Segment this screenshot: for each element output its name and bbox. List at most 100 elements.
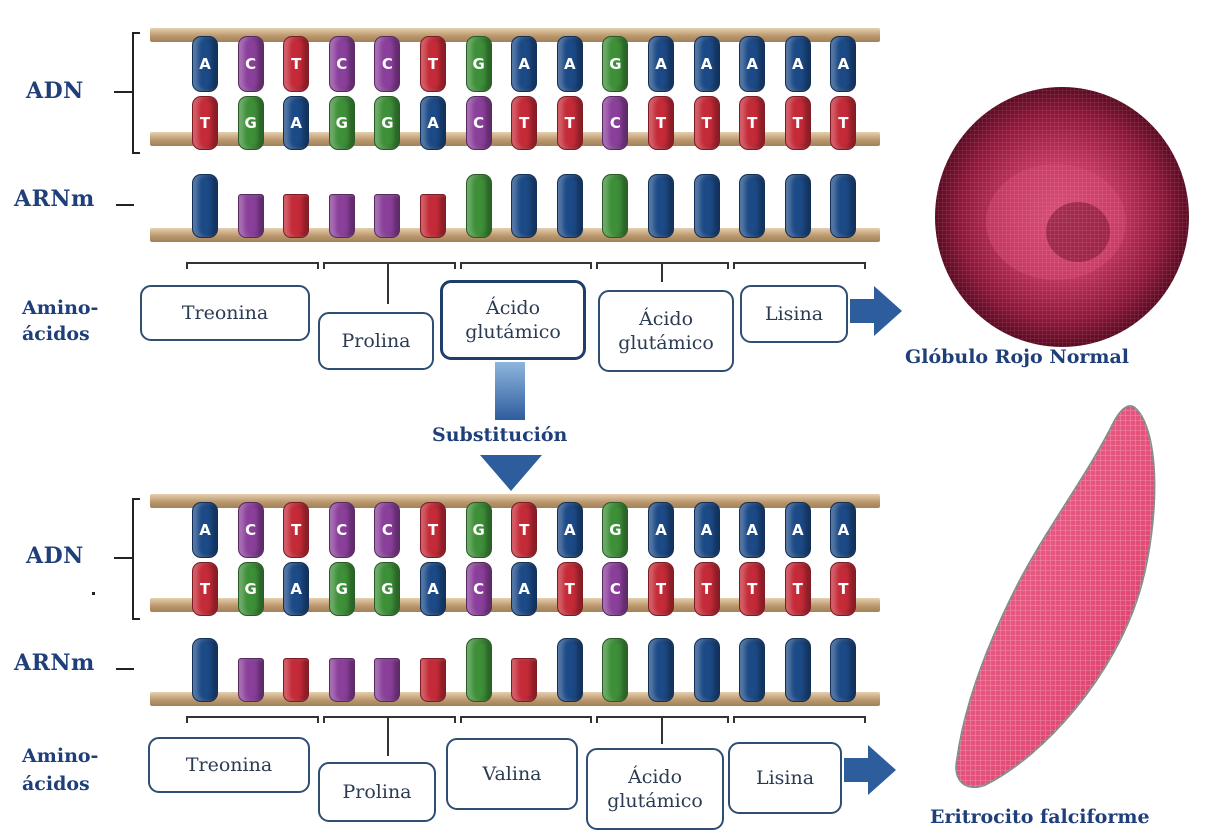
mrna-nucleotide-top-1 bbox=[238, 194, 264, 238]
dna-nucleotide-top-bottom-7: T bbox=[511, 96, 537, 150]
amino-acid-box-proline-top: Prolina bbox=[318, 312, 434, 370]
mrna-nucleotide-top-3 bbox=[329, 194, 355, 238]
dna-nucleotide-top-top-0: A bbox=[192, 36, 218, 92]
mrna-nucleotide-bottom-12 bbox=[739, 638, 765, 702]
codon-bracket-bottom-0 bbox=[186, 716, 319, 723]
dna-nucleotide-top-top-6: G bbox=[466, 36, 492, 92]
dna-nucleotide-bottom-bottom-0: T bbox=[192, 562, 218, 616]
mrna-nucleotide-top-4 bbox=[374, 194, 400, 238]
dna-nucleotide-top-bottom-2: A bbox=[283, 96, 309, 150]
dna-bracket-bottom bbox=[132, 498, 140, 620]
amino-acid-box-glutamic-top-2: Ácido glutámico bbox=[598, 290, 734, 372]
codon-bracket-top-4 bbox=[733, 262, 866, 269]
mrna-nucleotide-bottom-14 bbox=[830, 638, 856, 702]
dna-nucleotide-bottom-top-6: G bbox=[466, 502, 492, 558]
dna-nucleotide-bottom-bottom-8: T bbox=[557, 562, 583, 616]
dna-nucleotide-top-bottom-13: T bbox=[785, 96, 811, 150]
dna-nucleotide-top-top-11: A bbox=[694, 36, 720, 92]
dna-nucleotide-top-bottom-10: T bbox=[648, 96, 674, 150]
amino-acid-name: Lisina bbox=[765, 302, 823, 326]
dna-nucleotide-bottom-bottom-12: T bbox=[739, 562, 765, 616]
dna-nucleotide-top-top-9: G bbox=[602, 36, 628, 92]
mrna-nucleotide-top-10 bbox=[648, 174, 674, 238]
dna-nucleotide-bottom-top-10: A bbox=[648, 502, 674, 558]
mrna-nucleotide-bottom-3 bbox=[329, 658, 355, 702]
dna-nucleotide-bottom-top-7: T bbox=[511, 502, 537, 558]
dna-nucleotide-top-bottom-8: T bbox=[557, 96, 583, 150]
amino-acid-name: Valina bbox=[482, 762, 541, 786]
dna-nucleotide-top-top-10: A bbox=[648, 36, 674, 92]
dna-tick-bottom bbox=[114, 557, 132, 559]
mrna-tick-bottom bbox=[116, 668, 134, 670]
dna-nucleotide-top-top-13: A bbox=[785, 36, 811, 92]
mrna-label-top: ARNm bbox=[14, 186, 95, 212]
dna-label-bottom: ADN bbox=[26, 543, 84, 569]
dna-nucleotide-top-top-8: A bbox=[557, 36, 583, 92]
mrna-nucleotide-bottom-10 bbox=[648, 638, 674, 702]
amino-acid-box-proline-bottom: Prolina bbox=[318, 762, 436, 822]
normal-red-blood-cell bbox=[930, 82, 1194, 352]
mrna-nucleotide-bottom-9 bbox=[602, 638, 628, 702]
dna-nucleotide-top-bottom-11: T bbox=[694, 96, 720, 150]
dna-nucleotide-bottom-bottom-10: T bbox=[648, 562, 674, 616]
amino-acid-name-2: glutámico bbox=[618, 331, 714, 355]
dna-nucleotide-bottom-top-1: C bbox=[238, 502, 264, 558]
dna-nucleotide-bottom-bottom-14: T bbox=[830, 562, 856, 616]
dna-nucleotide-top-bottom-1: G bbox=[238, 96, 264, 150]
amino-acid-box-threonine-top: Treonina bbox=[140, 285, 310, 341]
dna-nucleotide-bottom-bottom-9: C bbox=[602, 562, 628, 616]
dna-nucleotide-top-bottom-0: T bbox=[192, 96, 218, 150]
amino-acid-name: Ácido bbox=[639, 307, 693, 331]
amino-acid-name-2: glutámico bbox=[465, 320, 561, 344]
sickle-cell-caption: Eritrocito falciforme bbox=[930, 806, 1150, 828]
codon-bracket-top-1 bbox=[323, 262, 456, 269]
dna-nucleotide-bottom-bottom-5: A bbox=[420, 562, 446, 616]
mrna-nucleotide-top-2 bbox=[283, 194, 309, 238]
arrow-right-icon bbox=[850, 286, 904, 336]
dot-mark bbox=[92, 592, 95, 595]
codon-bracket-bottom-1 bbox=[323, 716, 456, 723]
substitution-label: Substitución bbox=[432, 424, 567, 446]
amino-acid-name: Prolina bbox=[341, 329, 410, 353]
dna-nucleotide-bottom-bottom-4: G bbox=[374, 562, 400, 616]
amino-acid-name-2: glutámico bbox=[607, 789, 703, 813]
dna-bracket-top bbox=[132, 32, 140, 154]
amino-label-bottom-1: Amino- bbox=[22, 744, 98, 768]
amino-acid-box-glutamic-bottom: Ácido glutámico bbox=[586, 748, 724, 830]
dna-nucleotide-bottom-top-12: A bbox=[739, 502, 765, 558]
dna-nucleotide-top-bottom-14: T bbox=[830, 96, 856, 150]
dna-nucleotide-top-bottom-6: C bbox=[466, 96, 492, 150]
dna-nucleotide-top-top-7: A bbox=[511, 36, 537, 92]
dna-nucleotide-bottom-bottom-3: G bbox=[329, 562, 355, 616]
dna-nucleotide-top-top-1: C bbox=[238, 36, 264, 92]
dna-nucleotide-bottom-bottom-11: T bbox=[694, 562, 720, 616]
mrna-nucleotide-bottom-1 bbox=[238, 658, 264, 702]
dna-nucleotide-top-top-12: A bbox=[739, 36, 765, 92]
arrow-down-icon bbox=[480, 455, 542, 491]
amino-label-top-1: Amino- bbox=[22, 296, 98, 320]
dna-nucleotide-bottom-top-0: A bbox=[192, 502, 218, 558]
codon-connector-top-3 bbox=[661, 262, 663, 282]
mrna-nucleotide-bottom-11 bbox=[694, 638, 720, 702]
dna-nucleotide-top-bottom-9: C bbox=[602, 96, 628, 150]
mrna-nucleotide-bottom-7 bbox=[511, 658, 537, 702]
mrna-nucleotide-top-6 bbox=[466, 174, 492, 238]
amino-acid-box-lysine-top: Lisina bbox=[740, 285, 848, 343]
dna-nucleotide-top-bottom-3: G bbox=[329, 96, 355, 150]
dna-nucleotide-bottom-top-5: T bbox=[420, 502, 446, 558]
amino-acid-name: Prolina bbox=[342, 780, 411, 804]
dna-nucleotide-bottom-top-2: T bbox=[283, 502, 309, 558]
dna-nucleotide-top-bottom-4: G bbox=[374, 96, 400, 150]
mrna-nucleotide-top-11 bbox=[694, 174, 720, 238]
codon-connector-top-1 bbox=[387, 262, 389, 304]
mrna-nucleotide-top-8 bbox=[557, 174, 583, 238]
codon-bracket-top-0 bbox=[186, 262, 319, 269]
amino-label-top-2: ácidos bbox=[22, 322, 90, 346]
dna-nucleotide-top-top-5: T bbox=[420, 36, 446, 92]
mrna-nucleotide-bottom-2 bbox=[283, 658, 309, 702]
dna-nucleotide-top-top-3: C bbox=[329, 36, 355, 92]
mrna-nucleotide-bottom-6 bbox=[466, 638, 492, 702]
amino-acid-box-threonine-bottom: Treonina bbox=[148, 737, 310, 793]
dna-nucleotide-bottom-top-4: C bbox=[374, 502, 400, 558]
amino-acid-box-valine-bottom: Valina bbox=[446, 738, 578, 810]
